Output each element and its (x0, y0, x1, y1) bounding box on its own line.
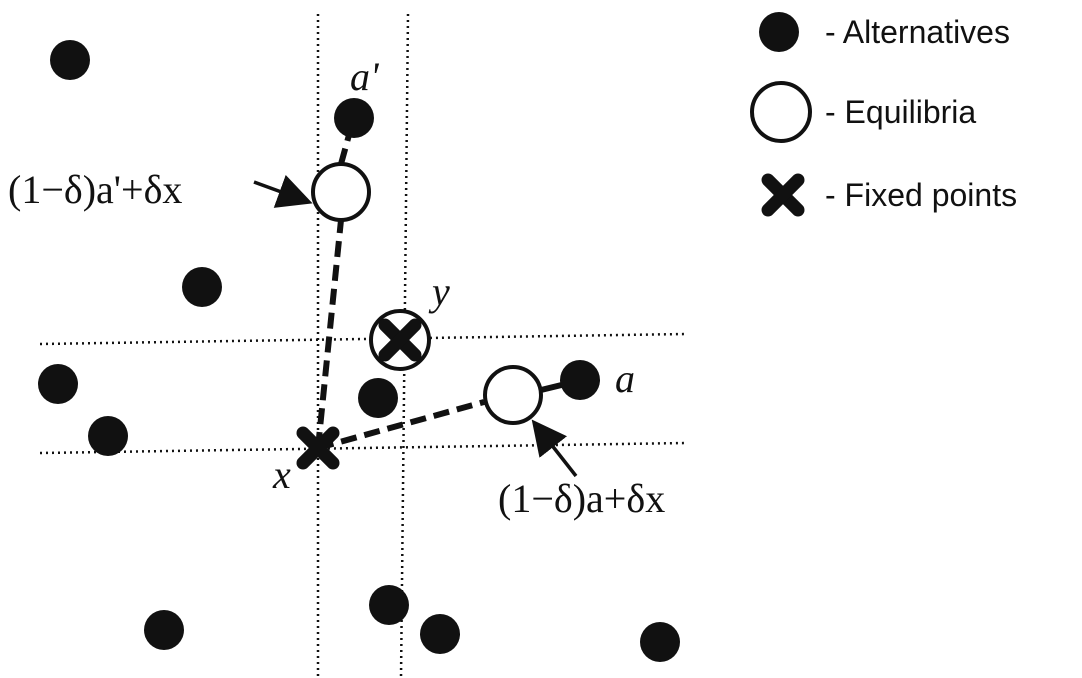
equilibrium-icon (750, 81, 812, 143)
fixed-point-y (378, 318, 422, 362)
horizontal-guide-bottom (39, 441, 687, 455)
vertical-guide-right (399, 13, 410, 678)
alternative-dot (420, 614, 460, 654)
alternative-icon (759, 12, 799, 52)
dash-x-to-eq-a (317, 399, 485, 451)
equilibria (311, 162, 543, 425)
alternative-dot (88, 416, 128, 456)
arrow-to-eq-a (531, 419, 578, 478)
fixed-point-x (296, 426, 340, 470)
alternative-dot (50, 40, 90, 80)
formula-eq-a-prime: (1−δ)a'+δx (8, 167, 182, 212)
legend-fixed-points-label: - Fixed points (825, 177, 1017, 213)
label-a: a (615, 356, 635, 401)
equilibrium-a (483, 365, 543, 425)
legend-alternatives-label: - Alternatives (825, 14, 1010, 50)
formula-eq-a: (1−δ)a+δx (498, 476, 665, 521)
alternative-dot (369, 585, 409, 625)
legend-equilibria-label: - Equilibria (825, 94, 976, 130)
horizontal-guide-top (39, 332, 687, 346)
alternative-dot (358, 378, 398, 418)
legend: - Alternatives - Equilibria - Fixed poin… (750, 12, 1017, 217)
alternative-dot (182, 267, 222, 307)
dotted-guide-lines (39, 13, 687, 678)
label-x: x (272, 452, 291, 497)
alternative-dot-a (560, 360, 600, 400)
arrow-to-eq-a-prime (253, 174, 313, 208)
fixed-point-icon (761, 173, 805, 217)
alternative-dot (144, 610, 184, 650)
label-y: y (428, 269, 450, 314)
alternatives (38, 40, 680, 662)
dash-x-to-eq-a-prime (315, 219, 344, 449)
label-a-prime: a' (350, 54, 380, 99)
alternative-dot (38, 364, 78, 404)
equilibrium-a-prime (311, 162, 371, 222)
alternative-dot (640, 622, 680, 662)
alternative-dot-a-prime (334, 98, 374, 138)
